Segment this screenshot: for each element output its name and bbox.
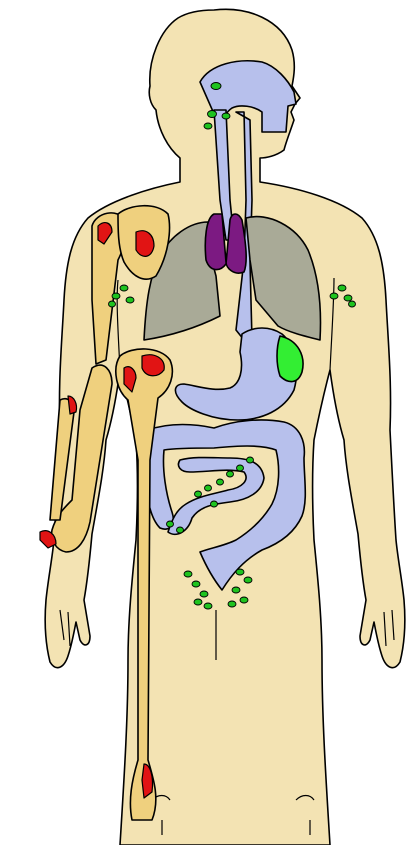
lymph-node xyxy=(204,123,212,129)
lymph-node xyxy=(211,83,221,90)
lymph-node xyxy=(244,577,252,583)
lymph-node xyxy=(330,293,338,299)
lymph-node xyxy=(184,571,192,577)
lymph-node xyxy=(236,569,244,575)
lymph-node xyxy=(349,301,356,307)
lymph-node xyxy=(227,471,234,477)
lymph-node xyxy=(109,301,116,307)
lymph-node xyxy=(195,491,202,497)
lymph-node xyxy=(200,591,208,597)
lymph-node xyxy=(194,599,202,605)
lymph-node xyxy=(204,603,212,609)
lymph-node xyxy=(112,293,120,299)
lymph-node xyxy=(177,527,184,533)
lymph-node xyxy=(126,297,134,303)
lymph-node xyxy=(228,601,236,607)
lymph-node xyxy=(205,485,212,491)
lymph-node xyxy=(240,597,248,603)
lymph-node xyxy=(211,501,218,507)
lymph-node xyxy=(344,295,352,301)
lymph-node xyxy=(338,285,346,291)
lymph-node xyxy=(247,457,254,463)
lymph-node xyxy=(217,479,224,485)
lymph-node xyxy=(232,587,240,593)
lymph-node xyxy=(222,113,230,119)
lymph-node xyxy=(167,521,174,527)
lymph-node xyxy=(192,581,200,587)
lymph-node xyxy=(208,111,217,118)
lymph-node xyxy=(120,285,128,291)
lymph-node xyxy=(237,465,244,471)
